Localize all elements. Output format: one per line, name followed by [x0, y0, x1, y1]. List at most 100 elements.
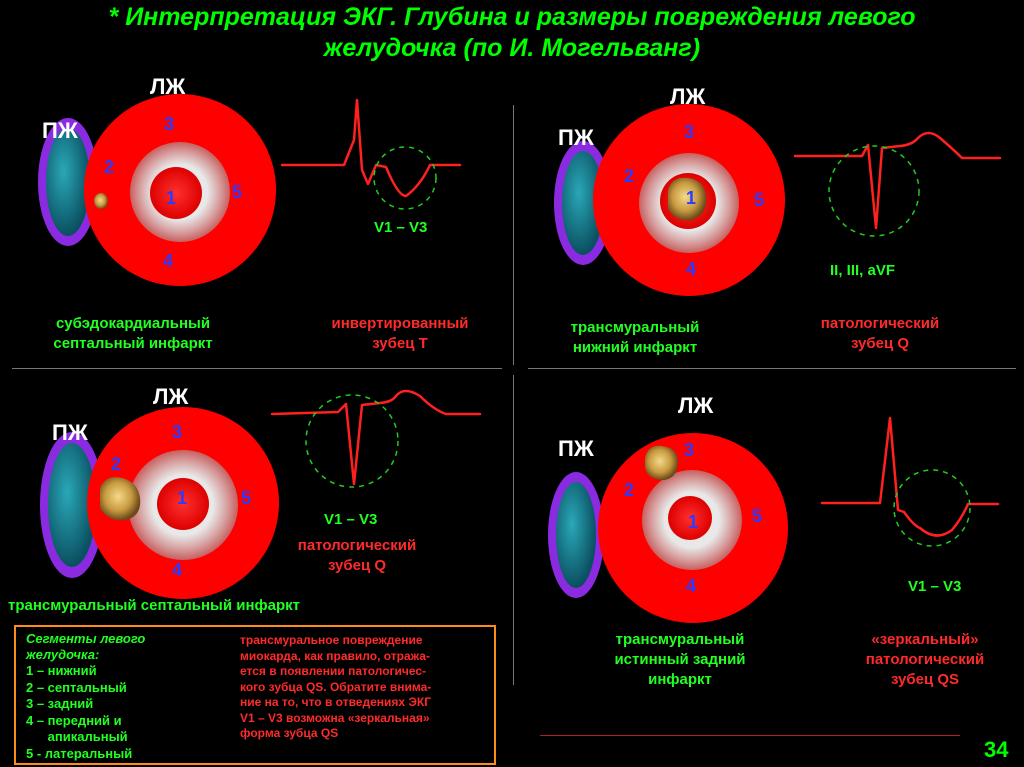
divider-vertical-bottom	[513, 375, 514, 685]
note-line-4: кого зубца QS. Обратите внима-	[240, 679, 432, 694]
ecg-caption-p4-line-3: зубец QS	[890, 671, 960, 688]
note-text: трансмуральное повреждение миокарда, как…	[240, 633, 486, 742]
label-rv-p3: ПЖ	[52, 420, 88, 445]
legend-item-4: 4 – передний и	[26, 712, 122, 728]
heart-diagram-p2	[554, 104, 785, 296]
divider-horizontal-right	[528, 368, 1016, 369]
caption-p2-line-1: трансмуральный	[570, 319, 700, 336]
legend-title-line-1: Сегменты левого	[26, 631, 146, 646]
divider-vertical-top	[513, 105, 514, 365]
segment-2-p4: 2	[624, 480, 635, 500]
ecg-trace-p1	[280, 98, 462, 198]
title-line-2: желудочка (по И. Могельванг)	[323, 34, 701, 62]
note-line-1: трансмуральное повреждение	[240, 633, 423, 647]
label-lv-p2: ЛЖ	[670, 84, 706, 109]
caption-p4: трансмуральный истинный задний инфаркт	[585, 630, 775, 690]
segment-1-p2: 1	[686, 188, 697, 208]
ecg-caption-p1-line-1: инвертированный	[331, 315, 469, 332]
legend-item-4-cont: апикальный	[26, 729, 128, 744]
slide-title: * Интерпретация ЭКГ. Глубина и размеры п…	[0, 2, 1024, 64]
segment-4-p4: 4	[686, 576, 697, 596]
segment-3-p3: 3	[172, 422, 183, 442]
segment-2-p3: 2	[111, 454, 122, 474]
label-rv-p4: ПЖ	[558, 436, 594, 461]
lv-core-p1	[150, 167, 202, 219]
caption-p1-line-1: субэдокардиальный	[55, 315, 211, 332]
ecg-trace-p4	[820, 416, 1000, 537]
ecg-caption-p2-line-2: зубец Q	[850, 335, 910, 352]
lv-core-p4	[668, 496, 712, 540]
note-line-2: миокарда, как правило, отража-	[240, 648, 430, 663]
dashed-circle-p3	[305, 394, 399, 488]
note-line-5: ние на то, что в отведениях ЭКГ	[240, 695, 432, 709]
dashed-circle-p4	[893, 469, 971, 547]
lead-label-p1: V1 – V3	[374, 219, 428, 236]
lv-core-p3	[157, 478, 209, 530]
segment-5-p3: 5	[241, 488, 252, 508]
title-line-1: * Интерпретация ЭКГ. Глубина и размеры п…	[108, 3, 916, 31]
ecg-caption-p1-line-2: зубец T	[372, 335, 428, 352]
segment-3-p2: 3	[684, 122, 695, 142]
rv-inner-p3	[48, 443, 96, 567]
legend-title-line-2: желудочка:	[26, 647, 100, 662]
segment-5-p2: 5	[754, 190, 765, 210]
legend-box: Сегменты левого желудочка: 1 – нижний 2 …	[14, 625, 496, 765]
ecg-caption-p3-line-1: патологический	[297, 537, 417, 554]
note-line-7: форма зубца QS	[240, 726, 339, 740]
caption-p4-line-2: истинный задний	[614, 651, 746, 668]
ecg-caption-p3-line-2: зубец Q	[327, 557, 387, 574]
ecg-trace-p2	[793, 131, 1002, 230]
segment-1-p3: 1	[177, 488, 188, 508]
heart-diagram-p1	[38, 94, 276, 286]
ecg-caption-p2: патологический зубец Q	[790, 314, 970, 354]
label-rv-p1: ПЖ	[42, 118, 78, 143]
segment-4-p2: 4	[686, 259, 697, 279]
heart-diagram-p3	[40, 407, 279, 599]
segment-3-p4: 3	[684, 440, 695, 460]
ecg-caption-p3: патологический зубец Q	[272, 536, 442, 576]
ecg-caption-p2-line-1: патологический	[820, 315, 940, 332]
label-lv-p4: ЛЖ	[678, 393, 714, 418]
label-lv-p3: ЛЖ	[153, 384, 189, 409]
caption-p1: субэдокардиальный септальный инфаркт	[18, 314, 248, 354]
note-line-3: ется в появлении патологичес-	[240, 664, 427, 678]
segment-4-p3: 4	[172, 560, 183, 580]
lead-label-p4: V1 – V3	[908, 578, 962, 595]
segment-1-p4: 1	[688, 512, 699, 532]
note-line-6: V1 – V3 возможна «зеркальная»	[240, 710, 430, 725]
ecg-caption-p1: инвертированный зубец T	[300, 314, 500, 354]
divider-bottom-line	[540, 735, 960, 736]
infarct-zone-p4	[645, 445, 678, 480]
lead-label-p3: V1 – V3	[324, 511, 378, 528]
ecg-caption-p4-line-1: «зеркальный»	[871, 631, 979, 648]
divider-horizontal-left	[12, 368, 502, 369]
segment-5-p1: 5	[232, 182, 243, 202]
lead-label-p2: II, III, aVF	[830, 262, 896, 279]
ecg-trace-p3	[270, 389, 482, 486]
segment-3-p1: 3	[164, 114, 175, 134]
segment-2-p1: 2	[104, 157, 115, 177]
label-rv-p2: ПЖ	[558, 125, 594, 150]
legend-item-3: 3 – задний	[26, 696, 94, 711]
caption-p1-line-2: септальный инфаркт	[53, 335, 213, 352]
caption-p2: трансмуральный нижний инфаркт	[540, 318, 730, 358]
dashed-circle-p2	[828, 145, 920, 237]
heart-diagram-p4	[548, 433, 788, 623]
rv-inner-p4	[556, 482, 596, 588]
segment-1-p1: 1	[166, 188, 177, 208]
dashed-circle-p1	[373, 146, 437, 210]
caption-p4-line-1: трансмуральный	[615, 631, 745, 648]
rv-inner-p2	[562, 151, 604, 255]
infarct-zone-p2	[668, 177, 707, 221]
segment-2-p2: 2	[624, 166, 635, 186]
segment-legend: Сегменты левого желудочка: 1 – нижний 2 …	[26, 631, 226, 762]
segment-4-p1: 4	[163, 251, 174, 271]
ecg-caption-p4: «зеркальный» патологический зубец QS	[840, 630, 1010, 690]
infarct-zone-p1	[94, 193, 108, 209]
caption-p4-line-3: инфаркт	[648, 671, 712, 688]
legend-item-1: 1 – нижний	[26, 663, 97, 678]
segment-5-p4: 5	[752, 506, 763, 526]
caption-p2-line-2: нижний инфаркт	[572, 339, 698, 356]
rv-inner-p1	[46, 128, 90, 236]
